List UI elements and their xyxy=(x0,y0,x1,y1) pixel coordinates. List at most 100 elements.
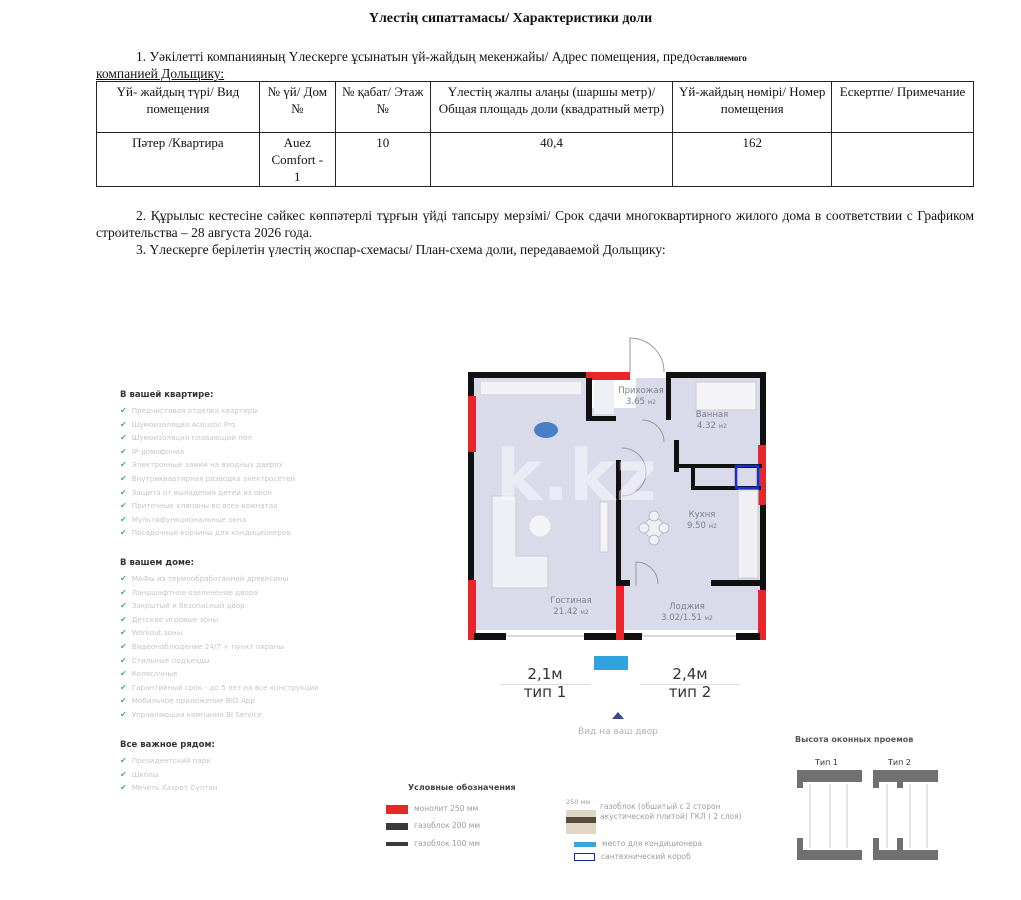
col-header-type: Үй- жайдың түрі/ Вид помещения xyxy=(96,81,260,133)
check-icon: ✔ xyxy=(120,406,127,415)
view-label: Вид на ваш двор xyxy=(577,727,659,737)
list-item: ✔Колясочные xyxy=(120,669,178,679)
table-row: Пәтер /Квартира Auez Comfort - 1 10 40,4… xyxy=(96,132,974,187)
monolith-swatch xyxy=(386,804,408,814)
gasblock-100-swatch xyxy=(386,842,408,846)
floor-plan: k.kz Прихожая 3.65 м2 Ванная 4.32 м2 Кух… xyxy=(466,330,770,670)
check-icon: ✔ xyxy=(120,587,127,597)
legend-gasblock-200: газоблок 200 мм xyxy=(386,821,480,830)
table-header-row: Үй- жайдың түрі/ Вид помещения № үй/ Дом… xyxy=(96,81,974,133)
check-icon: ✔ xyxy=(120,628,127,638)
list-item: ✔Ландшафтное озеленение двора xyxy=(120,587,258,597)
legend-wall-thickness: 250 мм xyxy=(566,798,591,806)
list-item: ✔Посадочные корзины для кондиционеров xyxy=(120,528,291,538)
cell-floor: 10 xyxy=(334,132,431,187)
cell-area: 40,4 xyxy=(429,132,674,187)
gasblock-200-swatch xyxy=(386,822,408,830)
list-item: ✔Детские игровые зоны xyxy=(120,614,219,624)
check-icon: ✔ xyxy=(120,433,127,443)
check-icon: ✔ xyxy=(120,487,127,497)
window-heights-type-1: Тип 1 xyxy=(815,758,838,767)
window-heights-title: Высота оконных проемов xyxy=(795,735,914,744)
check-icon: ✔ xyxy=(120,641,127,651)
composite-wall-swatch xyxy=(566,810,596,834)
svg-text:k.kz: k.kz xyxy=(496,435,656,517)
document-title: Үлестің сипаттамасы/ Характеристики доли xyxy=(368,11,653,26)
check-icon: ✔ xyxy=(120,709,127,719)
floor-plan-drawing: k.kz xyxy=(468,337,766,646)
list-item: ✔Закрытый и безопасный двор xyxy=(120,601,245,611)
building-features: В вашем доме: ✔МАФы из термообработанной… xyxy=(120,558,360,722)
window-heights-type-2: Тип 2 xyxy=(888,758,911,767)
list-item: ✔МАФы из термообработанной древесины xyxy=(120,574,289,583)
check-icon: ✔ xyxy=(120,682,127,692)
section-2-text: 2. Құрылыс кестесіне сәйкес көппәтерлі т… xyxy=(96,208,974,240)
apartment-features-title: В вашей квартире: xyxy=(120,390,214,400)
col-header-area: Үлестің жалпы алаңы (шаршы метр)/ Общая … xyxy=(429,81,674,133)
list-item: ✔Защита от выпадения детей из окон xyxy=(120,487,272,497)
list-item: ✔Управляющая компания BI Service xyxy=(120,709,262,719)
legend-composite-wall: газоблок (обшитый с 2 сторон акустическо… xyxy=(600,802,742,821)
list-item: ✔Стильные подъезды xyxy=(120,655,210,665)
legend-title: Условные обозначения xyxy=(408,783,516,792)
apartment-features: В вашей квартире: ✔Предчистовая отделка … xyxy=(120,390,360,540)
nearby-features-title: Все важное рядом: xyxy=(120,740,215,750)
list-item: ✔Гарантийный срок - до 5 лет на все конс… xyxy=(120,682,319,692)
legend-gasblock-100: газоблок 100 мм xyxy=(386,839,480,848)
cell-note xyxy=(831,132,974,187)
ac-swatch xyxy=(574,841,596,847)
check-icon: ✔ xyxy=(120,655,127,665)
room-living: Гостиная 21.42 м2 xyxy=(550,596,592,617)
check-icon: ✔ xyxy=(120,514,127,524)
section-3-text: 3. Үлескерге берілетін үлестің жоспар-сх… xyxy=(136,242,666,257)
col-header-house: № үй/ Дом № xyxy=(258,81,336,133)
window-heights-diagram xyxy=(797,770,938,860)
list-item: ✔IP-домофония xyxy=(120,446,185,456)
list-item: ✔Внутриквартирная разводка электросетей xyxy=(120,473,296,483)
legend-monolith: монолит 250 мм xyxy=(386,804,478,814)
col-header-floor: № қабат/ Этаж № xyxy=(334,81,431,133)
cell-house: Auez Comfort - 1 xyxy=(258,132,336,187)
section-1-heading: 1. Уәкілетті компанияның Үлескерге ұсына… xyxy=(136,49,747,64)
legend-plumbing-box: сантехнический короб xyxy=(574,852,691,861)
plumbing-box-swatch xyxy=(574,853,595,861)
list-item: ✔Электронные замки на входных дверях xyxy=(120,460,283,470)
list-item: ✔Мультифункциональные окна xyxy=(120,514,247,524)
list-item: ✔Мобильное приложение BIG App xyxy=(120,696,255,706)
room-hallway: Прихожая 3.65 м2 xyxy=(618,386,664,407)
check-icon: ✔ xyxy=(120,769,127,779)
check-icon: ✔ xyxy=(120,669,127,679)
room-bathroom: Ванная 4.32 м2 xyxy=(695,410,729,431)
check-icon: ✔ xyxy=(120,419,127,429)
list-item: ✔Workout зоны xyxy=(120,628,183,638)
list-item: ✔Шумоизоляция Acoustic Pro xyxy=(120,419,236,429)
list-item: ✔Приточные клапаны во всех комнатах xyxy=(120,501,278,511)
cell-type: Пәтер /Квартира xyxy=(96,132,260,187)
check-icon: ✔ xyxy=(120,574,127,583)
window-type-1: 2,1м тип 1 xyxy=(500,667,590,700)
list-item: ✔Предчистовая отделка квартиры xyxy=(120,406,259,415)
check-icon: ✔ xyxy=(120,696,127,706)
window-type-2: 2,4м тип 2 xyxy=(640,667,740,700)
building-features-title: В вашем доме: xyxy=(120,558,195,568)
room-kitchen: Кухня 9.50 м2 xyxy=(687,510,717,531)
check-icon: ✔ xyxy=(120,783,127,793)
col-header-note: Ескертпе/ Примечание xyxy=(831,81,974,133)
list-item: ✔Мечеть Хазрет Султан xyxy=(120,783,218,793)
legend-ac-place: место для кондиционера xyxy=(574,839,702,848)
list-item: ✔Шумоизоляция плавающий пол xyxy=(120,433,252,443)
room-loggia: Лоджия 3.02/1.51 м2 xyxy=(661,602,713,623)
check-icon: ✔ xyxy=(120,601,127,611)
list-item: ✔Президентский парк xyxy=(120,756,211,765)
check-icon: ✔ xyxy=(120,446,127,456)
col-header-number: Үй-жайдың нөмірі/ Номер помещения xyxy=(672,81,833,133)
list-item: ✔Школы xyxy=(120,769,159,779)
share-characteristics-table: Үй- жайдың түрі/ Вид помещения № үй/ Дом… xyxy=(96,81,974,187)
check-icon: ✔ xyxy=(120,501,127,511)
check-icon: ✔ xyxy=(120,528,127,538)
check-icon: ✔ xyxy=(120,756,127,765)
section-1-heading-cont: компанией Дольщику: xyxy=(96,66,225,81)
ac-placement-marker xyxy=(594,656,628,670)
check-icon: ✔ xyxy=(120,473,127,483)
check-icon: ✔ xyxy=(120,614,127,624)
